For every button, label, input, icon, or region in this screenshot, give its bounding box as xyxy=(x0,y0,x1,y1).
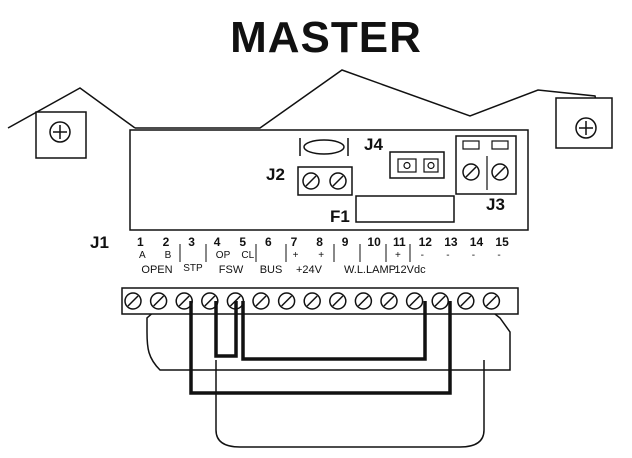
terminal-screw-1-icon xyxy=(124,292,142,310)
j2-screw-2-icon xyxy=(329,172,347,190)
j3-label: J3 xyxy=(486,195,505,214)
j3-jumper-1 xyxy=(462,140,480,150)
j4-pin-2-hole xyxy=(427,161,435,170)
group-bus-label: BUS xyxy=(260,264,283,276)
terminal-screw-14-icon xyxy=(457,292,475,310)
cable-loop-lower xyxy=(215,360,485,448)
terminal-number-7: 7 xyxy=(291,235,298,249)
j3-screw-2-icon xyxy=(491,163,509,181)
terminal-screw-6-icon xyxy=(252,292,270,310)
terminal-number-15: 15 xyxy=(495,235,509,249)
terminal-number-1: 1 xyxy=(137,235,144,249)
j3-jumper-2 xyxy=(491,140,509,150)
mount-screw-left-icon xyxy=(49,121,71,143)
terminal-number-11: 11 xyxy=(393,235,406,249)
terminal-number-6: 6 xyxy=(265,235,272,249)
terminal-sub-label-1: A xyxy=(139,250,146,261)
j3-screw-1-icon xyxy=(462,163,480,181)
group-lamp-label: LAMP xyxy=(366,264,396,276)
terminal-screw-7-icon xyxy=(277,292,296,310)
terminal-screws xyxy=(124,292,501,310)
j2-screw-1-icon xyxy=(302,172,320,190)
terminal-number-10: 10 xyxy=(367,235,381,249)
mount-screw-right-icon xyxy=(575,117,597,139)
terminal-sub-label-7: + xyxy=(293,250,299,261)
terminal-screw-12-icon xyxy=(405,292,424,310)
f1-fuse-holder xyxy=(355,195,455,223)
jumper-wire-3-13 xyxy=(189,301,452,395)
j2-label: J2 xyxy=(266,165,285,184)
terminal-sub-label-2: B xyxy=(165,250,172,261)
terminal-sub-label-13: - xyxy=(446,250,449,261)
j4-pin-1-hole xyxy=(403,161,411,170)
group-open-label: OPEN xyxy=(141,264,172,276)
j4-pin-2 xyxy=(423,158,439,173)
terminal-screw-11-icon xyxy=(380,292,398,310)
j1-label: J1 xyxy=(90,233,109,252)
terminal-number-9: 9 xyxy=(342,235,349,249)
terminal-sub-label-8: + xyxy=(318,250,324,261)
cable-loop-upper xyxy=(146,309,511,371)
terminal-number-3: 3 xyxy=(188,235,195,249)
label-dividers xyxy=(179,244,411,262)
terminal-sub-label-15: - xyxy=(497,250,500,261)
terminal-sub-label-4: OP xyxy=(216,250,231,261)
group-12vdc-label: 12Vdc xyxy=(394,264,426,276)
terminal-number-14: 14 xyxy=(470,235,484,249)
group-24v-label: +24V xyxy=(296,264,323,276)
terminal-number-13: 13 xyxy=(444,235,458,249)
terminal-screw-15-icon xyxy=(482,292,501,310)
terminal-sub-label-14: - xyxy=(472,250,475,261)
terminal-sub-label-12: - xyxy=(421,250,424,261)
crystal-icon xyxy=(299,138,349,156)
jumper-wire-5-12 xyxy=(241,301,427,361)
terminal-number-4: 4 xyxy=(214,235,221,249)
group-fsw-label: FSW xyxy=(219,264,244,276)
terminal-number-12: 12 xyxy=(419,235,433,249)
f1-label: F1 xyxy=(330,207,350,226)
terminal-sub-label-11: + xyxy=(395,250,401,261)
jumper-wire-4-5 xyxy=(214,301,238,358)
terminal-screw-10-icon xyxy=(354,292,373,310)
terminal-number-2: 2 xyxy=(163,235,170,249)
terminal-screw-8-icon xyxy=(303,292,321,310)
group-wl-label: W.L. xyxy=(344,264,366,276)
housing-roof-profile xyxy=(135,69,603,129)
terminal-screw-2-icon xyxy=(149,292,168,310)
terminal-screw-13-icon xyxy=(431,292,449,310)
terminal-number-5: 5 xyxy=(239,235,246,249)
terminal-number-8: 8 xyxy=(316,235,323,249)
group-stp-label: STP xyxy=(183,263,203,274)
page-title: MASTER xyxy=(230,13,422,62)
j4-label: J4 xyxy=(364,135,383,154)
terminal-screw-9-icon xyxy=(329,292,347,310)
j4-pin-1 xyxy=(397,158,417,173)
terminal-screw-4-icon xyxy=(201,292,219,310)
housing-roof-left xyxy=(7,87,136,129)
terminal-sub-label-5: CL xyxy=(241,250,254,261)
